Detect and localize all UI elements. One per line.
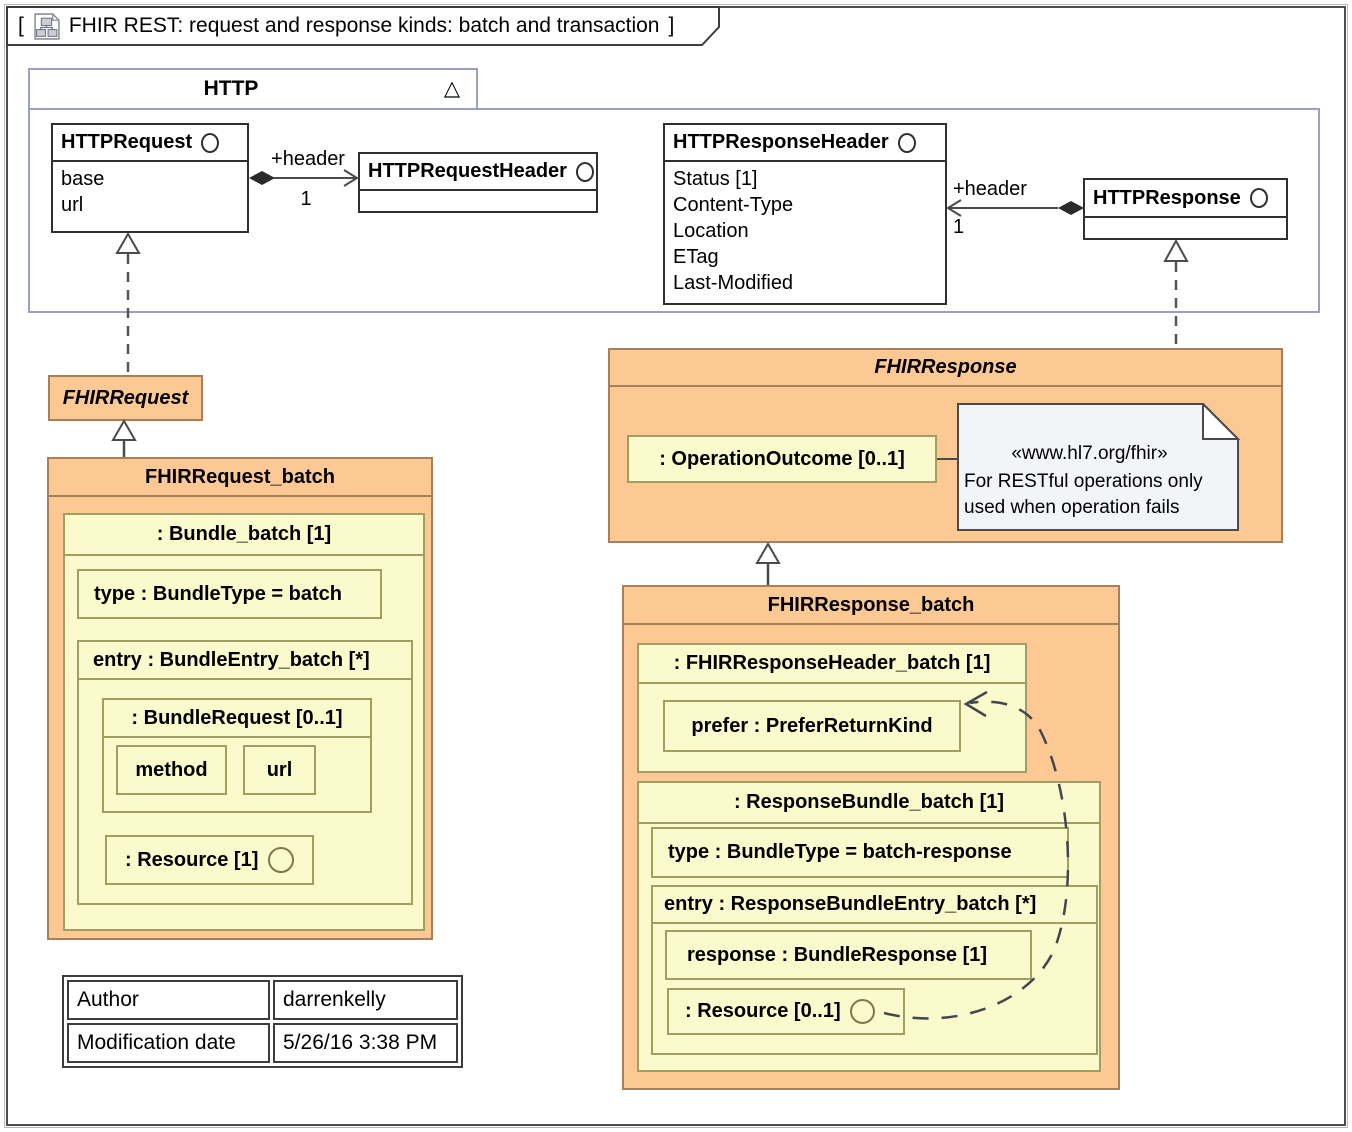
part-label: : Resource [1] — [125, 848, 259, 871]
attribute: url — [61, 194, 84, 216]
http-frame-tab[interactable]: HTTP △ — [28, 68, 478, 110]
interface-ball-icon — [575, 161, 594, 182]
part-label-row: entry : ResponseBundleEntry_batch [*] — [653, 887, 1096, 924]
assoc-role-label: +header — [271, 148, 345, 170]
interface-ball-icon — [1249, 188, 1268, 208]
part-label: type : BundleType = batch-response — [668, 841, 1012, 863]
attribute: Status [1] — [673, 168, 758, 190]
part-label: response : BundleResponse [1] — [687, 943, 988, 966]
class-header: FHIRResponse_batch — [624, 587, 1118, 625]
part-label: method — [135, 758, 208, 781]
class-name: FHIRRequest — [62, 386, 189, 409]
part-label-row: entry : BundleEntry_batch [*] — [79, 642, 411, 680]
http-frame-body[interactable] — [28, 108, 1320, 313]
part-label: prefer : PreferReturnKind — [691, 714, 933, 737]
attribute: base — [61, 168, 105, 190]
info-table-cell: Modification date — [67, 1023, 270, 1063]
part-method[interactable]: method — [116, 745, 227, 795]
class-name: HTTPRequestHeader — [368, 160, 567, 182]
note-comment[interactable]: «www.hl7.org/fhir» For RESTful operation… — [957, 403, 1240, 532]
assoc-multiplicity-label: 1 — [300, 188, 312, 210]
class-name: HTTPResponse — [1093, 186, 1241, 209]
part-label: url — [266, 758, 293, 781]
class-name: FHIRResponse_batch — [767, 593, 975, 616]
note-shape — [957, 403, 1240, 531]
note-body: For RESTful operations only used when op… — [964, 471, 1203, 518]
info-table-cell: darrenkelly — [273, 980, 458, 1020]
part-responsebundle-type[interactable]: type : BundleType = batch-response — [651, 827, 1069, 878]
class-name: HTTPRequest — [61, 131, 193, 153]
class-name: FHIRRequest_batch — [144, 465, 336, 488]
part-label: : Resource [0..1] — [685, 1000, 841, 1022]
part-label-row: : FHIRResponseHeader_batch [1] — [639, 645, 1025, 684]
note-stereotype: «www.hl7.org/fhir» — [1011, 443, 1168, 464]
class-httpresponse[interactable]: HTTPResponse — [1083, 178, 1288, 240]
info-table-cell: 5/26/16 3:38 PM — [273, 1023, 458, 1063]
frame-collapse-icon[interactable]: △ — [443, 77, 460, 100]
part-operation-outcome[interactable]: : OperationOutcome [0..1] — [627, 435, 937, 483]
interface-ball-icon — [849, 999, 875, 1024]
part-bundle-response[interactable]: response : BundleResponse [1] — [665, 930, 1032, 980]
part-bundle-type[interactable]: type : BundleType = batch — [77, 569, 382, 619]
assoc-multiplicity-label: 1 — [953, 216, 965, 238]
class-httpresponseheader[interactable]: HTTPResponseHeader Status [1] Content-Ty… — [663, 123, 947, 305]
title-tab-shape — [6, 6, 720, 46]
part-label: : Bundle_batch [1] — [156, 523, 332, 545]
attribute: Location — [673, 220, 749, 242]
part-label: type : BundleType = batch — [94, 582, 342, 605]
class-header: FHIRResponse — [610, 350, 1281, 387]
class-httprequest[interactable]: HTTPRequest base url — [51, 123, 249, 233]
part-url[interactable]: url — [243, 745, 316, 795]
part-resource[interactable]: : Resource [1] — [105, 835, 314, 885]
interface-ball-icon — [268, 847, 295, 873]
part-label-row: : BundleRequest [0..1] — [104, 700, 370, 738]
interface-ball-icon — [201, 132, 220, 153]
part-label: entry : ResponseBundleEntry_batch [*] — [664, 893, 1037, 915]
part-label: entry : BundleEntry_batch [*] — [93, 648, 370, 671]
title-bracket-close: ] — [668, 14, 675, 37]
http-frame-title: HTTP — [203, 77, 259, 100]
attribute: Content-Type — [673, 194, 794, 216]
part-label: : ResponseBundle_batch [1] — [733, 791, 1005, 813]
class-header: FHIRRequest_batch — [49, 459, 431, 497]
attribute: ETag — [673, 246, 719, 268]
part-label: : BundleRequest [0..1] — [131, 706, 343, 729]
info-table-cell: Author — [67, 980, 270, 1020]
class-fhirrequest[interactable]: FHIRRequest — [48, 375, 203, 421]
part-label-row: : Bundle_batch [1] — [65, 515, 423, 556]
attribute: Last-Modified — [673, 272, 794, 294]
diagram-title-tab[interactable]: [ FHIR REST: request and response kinds:… — [6, 6, 722, 47]
part-label-row: : ResponseBundle_batch [1] — [639, 783, 1099, 824]
diagram-outer-border-light — [4, 4, 1348, 1128]
part-response-resource[interactable]: : Resource [0..1] — [667, 988, 905, 1035]
class-name: FHIRResponse — [874, 356, 1017, 378]
class-httprequestheader[interactable]: HTTPRequestHeader — [358, 152, 598, 213]
diagram-kind-icon — [34, 12, 60, 40]
part-label: : OperationOutcome [0..1] — [659, 447, 905, 470]
title-bracket-open: [ — [18, 14, 24, 37]
assoc-role-label: +header — [953, 178, 1027, 200]
diagram-title: FHIR REST: request and response kinds: b… — [68, 14, 660, 37]
interface-ball-icon — [897, 132, 916, 153]
diagram-info-table[interactable]: Author darrenkelly Modification date 5/2… — [62, 975, 463, 1068]
class-name: HTTPResponseHeader — [673, 131, 889, 153]
part-prefer[interactable]: prefer : PreferReturnKind — [663, 700, 961, 752]
part-label: : FHIRResponseHeader_batch [1] — [673, 652, 991, 674]
